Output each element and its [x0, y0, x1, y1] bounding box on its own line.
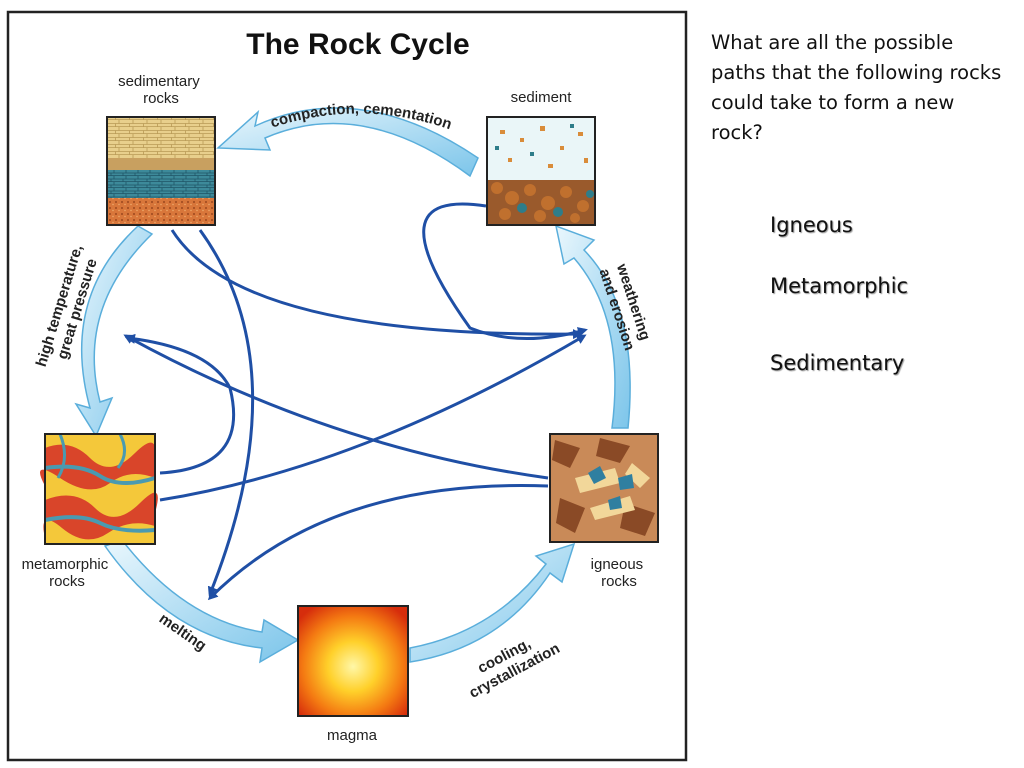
rock-cycle-diagram: The Rock Cycle sedimentary rocks — [0, 8, 690, 764]
sediment-label: sediment — [511, 89, 573, 106]
arrow-compaction — [216, 107, 479, 178]
metamorphic-label: metamorphic rocks — [22, 556, 113, 590]
magma-image — [297, 605, 409, 717]
rock-option-metamorphic: Metamorphic — [770, 274, 909, 298]
magma-label: magma — [327, 727, 378, 744]
diagram-title: The Rock Cycle — [246, 28, 469, 61]
metamorphic-rock-image — [40, 433, 158, 545]
rock-option-sedimentary: Sedimentary — [770, 351, 905, 375]
cycle-arrows — [74, 107, 631, 664]
igneous-label: igneous rocks — [591, 556, 648, 590]
cross-arrows — [123, 202, 588, 601]
question-text: What are all the possible paths that the… — [711, 31, 1002, 144]
sediment-image — [486, 116, 596, 226]
sedimentary-label: sedimentary rocks — [118, 73, 204, 107]
arrow-sedimentary-to-weathering — [170, 229, 583, 340]
arrow-igneous-to-metamorphic — [123, 334, 549, 480]
arrow-cooling — [409, 542, 576, 663]
arrow-sedimentary-to-magma — [198, 229, 255, 597]
arrow-igneous-to-magma-side — [207, 484, 549, 601]
igneous-rock-image — [549, 433, 659, 543]
arrow-metamorphic-to-weathering — [159, 334, 587, 502]
arrow-weathering — [554, 224, 631, 429]
rock-option-igneous: Igneous — [770, 213, 853, 237]
sedimentary-rock-image — [106, 116, 216, 226]
arrow-sediment-loop — [422, 202, 588, 341]
